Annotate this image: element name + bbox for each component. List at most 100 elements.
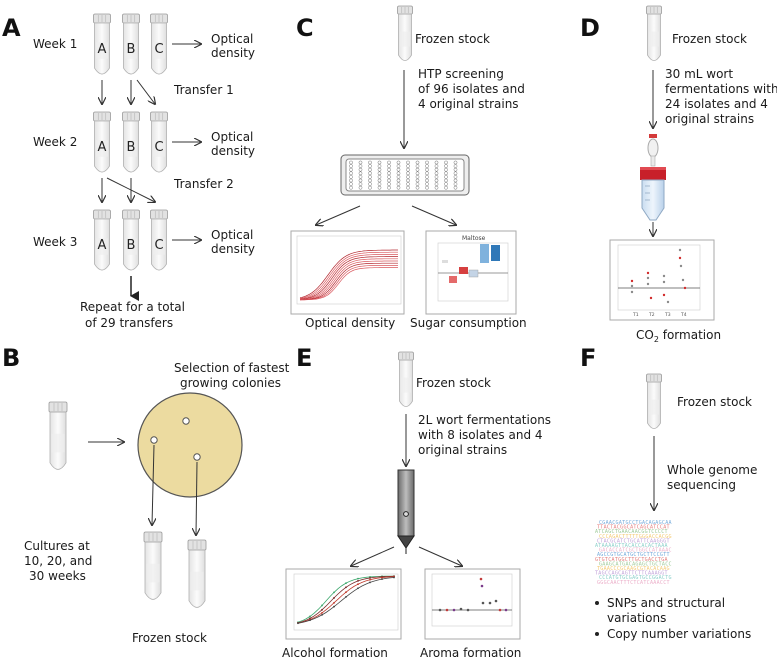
panel-c: C Frozen stock HTP screening of 96 isola… <box>290 5 527 330</box>
co2-plot-inset: T1 T2 T3 T4 <box>609 239 715 321</box>
frozen-stock-tube <box>646 373 662 429</box>
tube-label: B <box>127 140 136 155</box>
svg-text:CTACGCATCTGCATTCAAGGGT: CTACGCATCTGCATTCAAGGGT <box>597 538 670 544</box>
wgs-label-line1: Whole genome <box>667 463 757 477</box>
panel-letter-e: E <box>296 344 312 372</box>
week-2-od-label: Optical <box>211 130 253 144</box>
panel-letter-b: B <box>2 344 20 372</box>
tube-icon: B <box>122 209 140 271</box>
selection-label-line1: Selection of fastest <box>174 361 290 375</box>
tube-icon: A <box>93 209 111 271</box>
tube-label: C <box>154 42 163 57</box>
tube-icon: A <box>93 13 111 75</box>
tube-icon <box>187 539 207 608</box>
svg-text:ATCAGCTGAACAACGGTCCCCT: ATCAGCTGAACAACGGTCCCCT <box>595 529 668 535</box>
tube-icon: C <box>150 209 168 271</box>
tube-icon <box>48 401 68 470</box>
frozen-stock-tubes <box>143 531 207 608</box>
panel-letter-c: C <box>296 14 314 42</box>
sugar-consumption-inset: Maltose <box>425 230 517 315</box>
tube-icon: B <box>122 111 140 173</box>
cultures-label-line3: 30 weeks <box>29 569 86 583</box>
cultures-label-line1: Cultures at <box>24 539 90 553</box>
repeat-label-line2: of 29 transfers <box>85 316 173 330</box>
screening-label-line1: HTP screening <box>418 67 504 81</box>
svg-text:GGGCAACTTTCTCATCAAACCT: GGGCAACTTTCTCATCAAACCT <box>597 580 670 586</box>
tube-label: A <box>98 140 107 155</box>
frozen-stock-tube <box>646 5 662 61</box>
frozen-stock-tube <box>398 351 414 407</box>
microplate-96 <box>340 154 470 196</box>
falcon-tube-with-airlock <box>640 134 666 221</box>
aroma-inset <box>424 568 521 640</box>
growth-curve-inset <box>290 230 405 315</box>
tube-label: C <box>154 140 163 155</box>
tube-icon <box>397 5 413 61</box>
aroma-formation-label: Aroma formation <box>420 646 521 660</box>
tube-icon: C <box>150 111 168 173</box>
fermentation-cylinder <box>397 469 415 554</box>
bullet <box>595 601 599 605</box>
svg-text:T3: T3 <box>664 312 671 318</box>
ferm-label-line1: 30 mL wort <box>665 67 733 81</box>
ferm-label-line2: fermentations with <box>665 82 777 96</box>
alcohol-curve-inset <box>285 568 402 640</box>
ferm-e-line3: original strains <box>418 443 507 457</box>
ferm-label-line4: original strains <box>665 112 754 126</box>
svg-text:GTGTCATGGCTTGCTGACCTGA: GTGTCATGGCTTGCTGACCTGA <box>595 557 668 563</box>
tube-label: A <box>98 238 107 253</box>
panel-letter-d: D <box>580 14 600 42</box>
week-1-od-label: Optical <box>211 32 253 46</box>
tube-icon: C <box>150 13 168 75</box>
svg-text:CCCATGTGCGAGTGCCGGACTG: CCCATGTGCGAGTGCCGGACTG <box>599 575 672 581</box>
bullet <box>595 632 599 636</box>
frozen-stock-label-f: Frozen stock <box>677 395 752 409</box>
ferm-e-line2: with 8 isolates and 4 <box>418 428 543 442</box>
ferm-e-line1: 2L wort fermentations <box>418 413 551 427</box>
tube-label: C <box>154 238 163 253</box>
svg-text:TAGCCAGCAGTTCTTCAAAGGT: TAGCCAGCAGTTCTTCAAAGGT <box>595 571 668 577</box>
tube-label: A <box>98 42 107 57</box>
colony <box>182 417 190 425</box>
bullet-snps-line1: SNPs and structural <box>607 596 725 610</box>
frozen-stock-label-c: Frozen stock <box>415 32 490 46</box>
svg-text:GAAGCATGACAGAGCTGCTACC: GAAGCATGACAGAGCTGCTACC <box>599 561 672 567</box>
culture-tube <box>48 401 68 470</box>
week-3-label: Week 3 <box>33 235 77 249</box>
panel-e: E Frozen stock 2L wort fermentations wit… <box>282 344 551 660</box>
sugar-consumption-label: Sugar consumption <box>410 316 527 330</box>
cultures-label-line2: 10, 20, and <box>24 554 92 568</box>
wgs-label-line2: sequencing <box>667 478 736 492</box>
panel-f: F Frozen stock Whole genome sequencing C… <box>580 344 757 641</box>
optical-density-label: Optical density <box>305 316 395 330</box>
transfer-2-label: Transfer 2 <box>173 177 234 191</box>
tube-icon <box>398 351 414 407</box>
tube-icon <box>646 373 662 429</box>
svg-text:AGCCGTGCATGCTGCTTCCGTT: AGCCGTGCATGCTGCTTCCGTT <box>597 552 670 558</box>
screening-label-line3: 4 original strains <box>418 97 519 111</box>
selection-label-line2: growing colonies <box>180 376 281 390</box>
tube-icon: A <box>93 111 111 173</box>
panel-letter-f: F <box>580 344 596 372</box>
tube-icon <box>646 5 662 61</box>
frozen-stock-tube <box>397 5 413 61</box>
co2-formation-label: CO2 formation <box>636 328 721 344</box>
svg-text:density: density <box>211 144 255 158</box>
week-1-label: Week 1 <box>33 37 77 51</box>
week-3-od-label: Optical <box>211 228 253 242</box>
svg-text:CCCAGACTTTTTGGGACCACGG: CCCAGACTTTTTGGGACCACGG <box>599 534 672 540</box>
frozen-stock-label-d: Frozen stock <box>672 32 747 46</box>
svg-text:TTACTACGGCATCAGCATCCAT: TTACTACGGCATCAGCATCCAT <box>597 525 670 531</box>
screening-label-line2: of 96 isolates and <box>418 82 525 96</box>
frozen-stock-label-e: Frozen stock <box>416 376 491 390</box>
frozen-stock-label-b: Frozen stock <box>132 631 207 645</box>
tube-label: B <box>127 238 136 253</box>
svg-text:T2: T2 <box>648 312 655 318</box>
colony <box>193 453 201 461</box>
svg-text:density: density <box>211 242 255 256</box>
bullet-cnv: Copy number variations <box>607 627 751 641</box>
svg-text:CGAACGATGCCTGACAGAGCAA: CGAACGATGCCTGACAGAGCAA <box>599 520 672 526</box>
